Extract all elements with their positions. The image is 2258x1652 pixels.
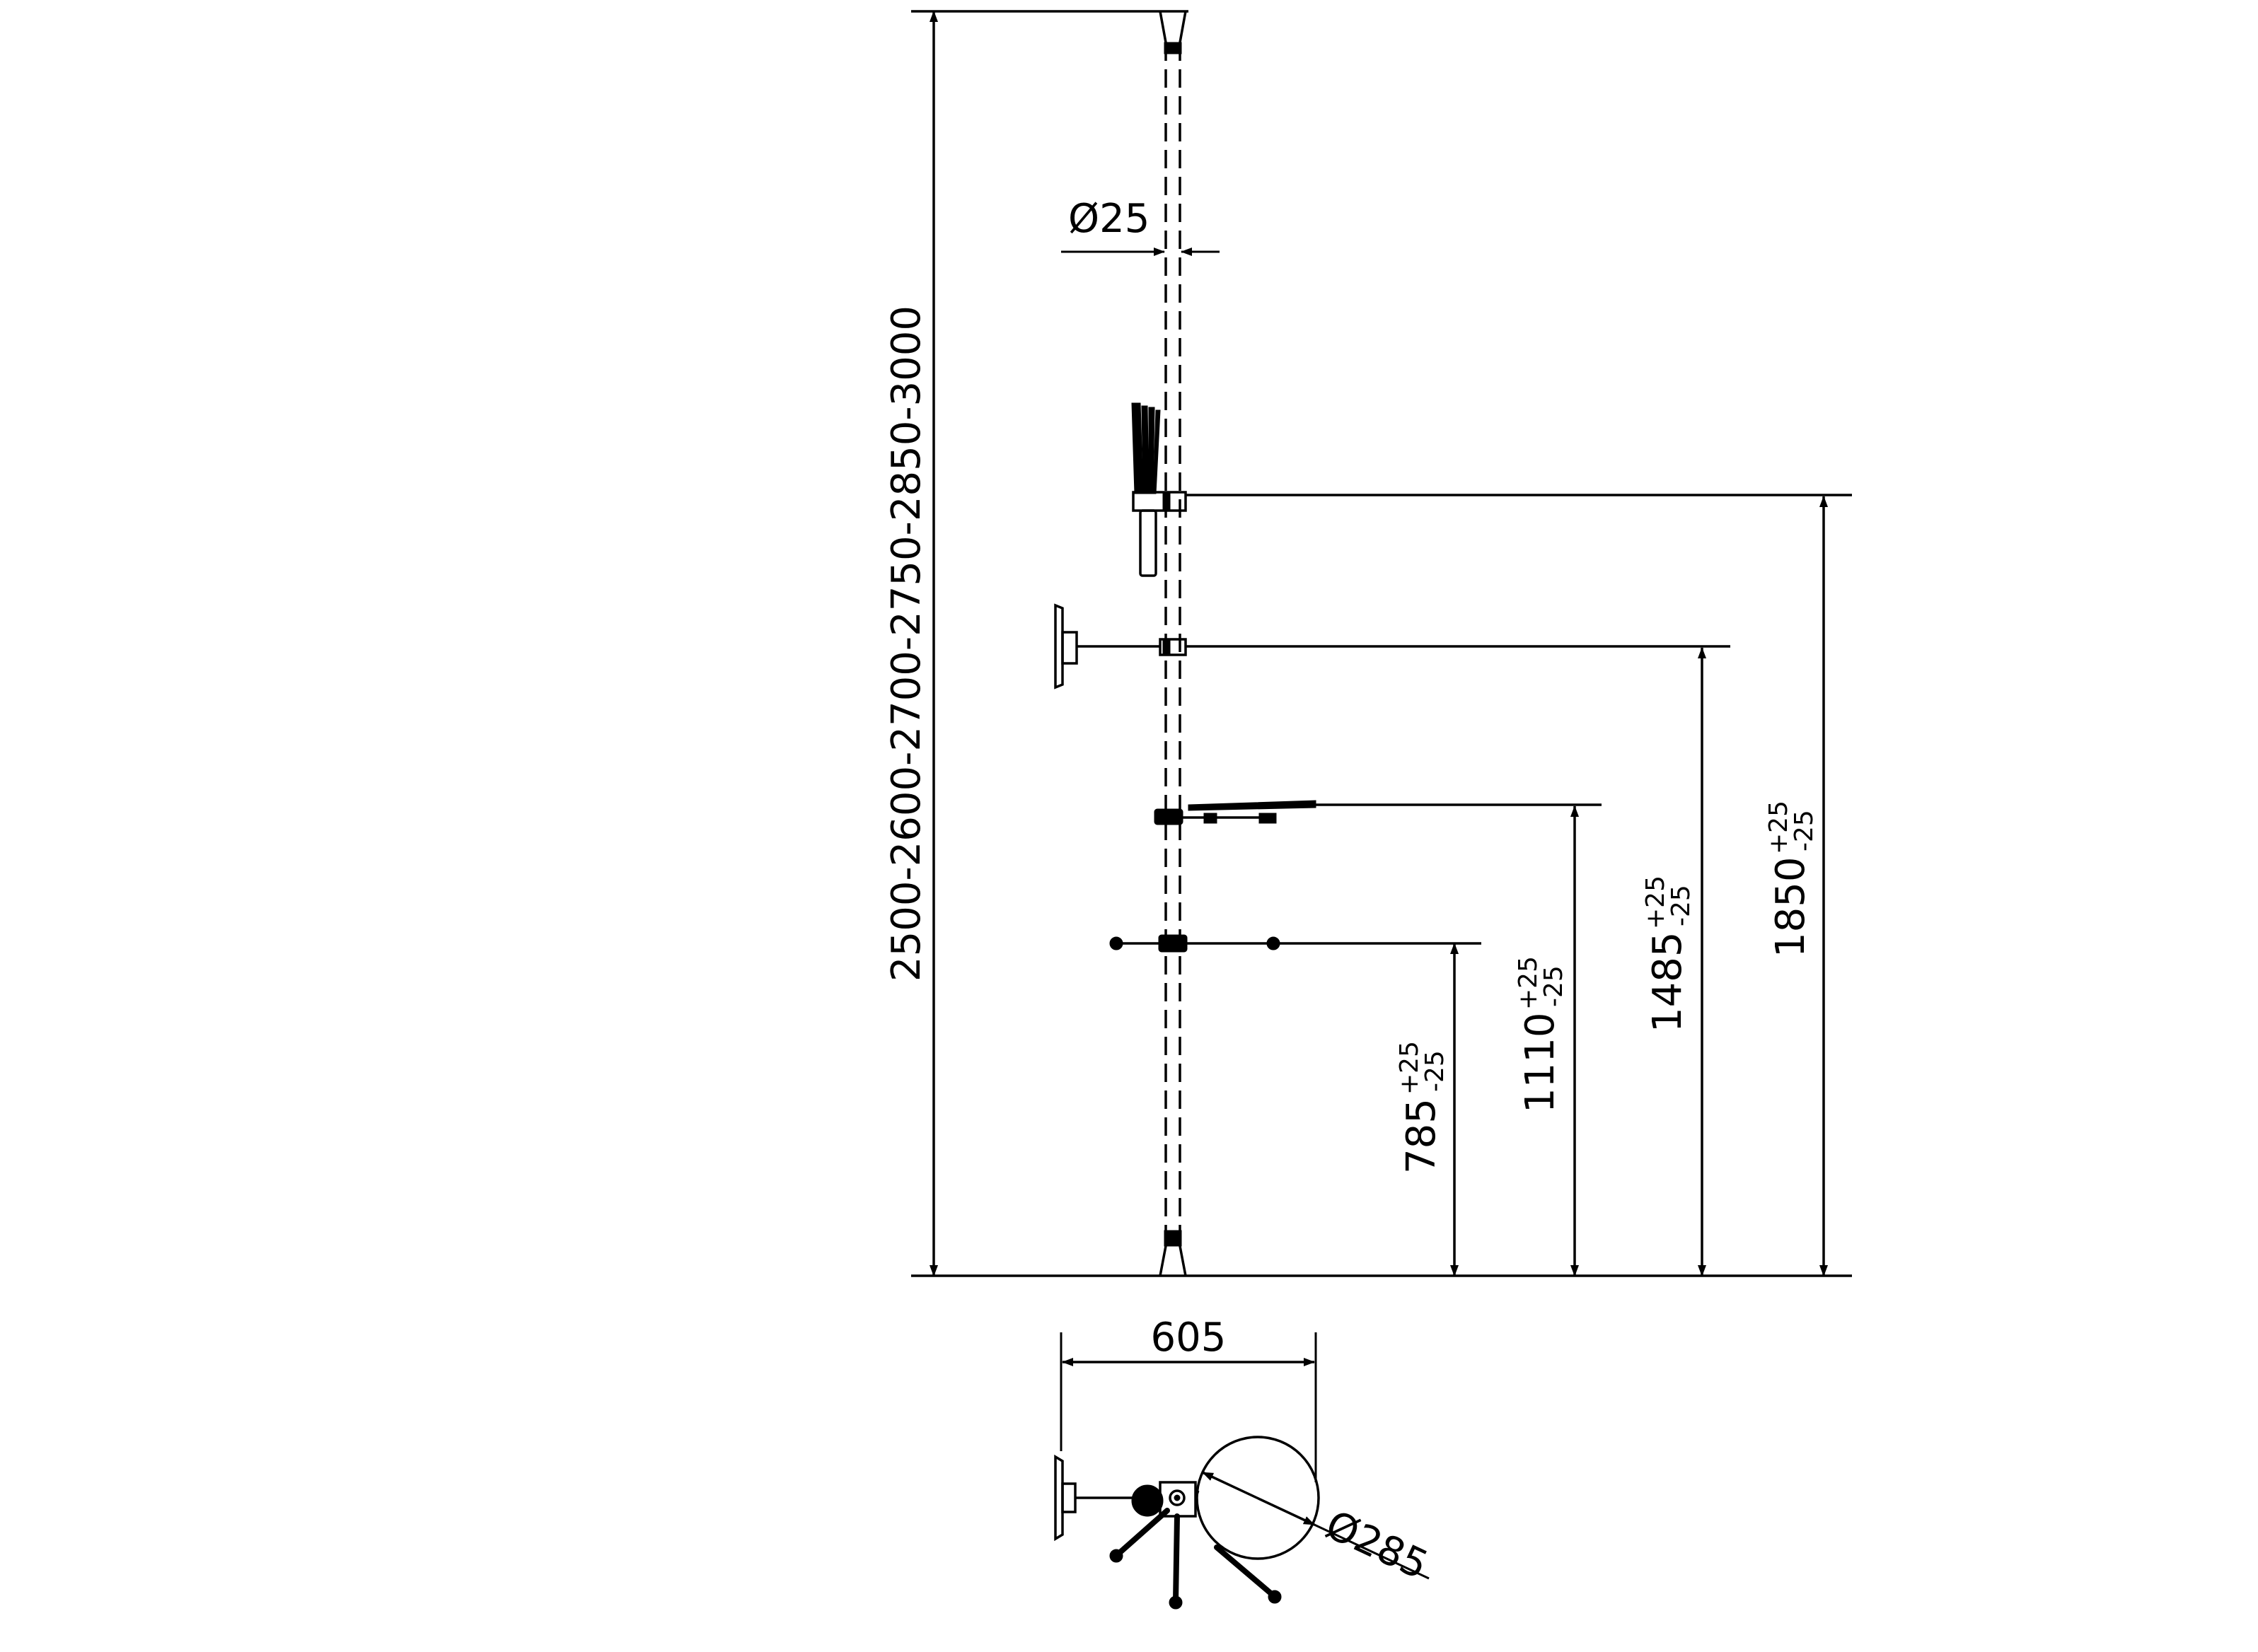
towel-bar xyxy=(1109,934,1481,953)
tray-diameter-label: Ø285 xyxy=(1319,1502,1435,1589)
pole-diameter-label: Ø25 xyxy=(1068,196,1150,242)
mirror-arm xyxy=(1054,603,1730,690)
shower-handset-holder xyxy=(1131,402,1852,577)
width-dimension: 605 xyxy=(1060,1315,1317,1482)
level-785-label: 785 xyxy=(1399,1098,1444,1174)
plan-view: 605 Ø285 xyxy=(1054,1315,1435,1610)
level-1485-tol-plus: +25 xyxy=(1641,876,1670,929)
overall-height-dimension: 2500-2600-2700-2750-2850-3000 xyxy=(884,11,938,1276)
width-label: 605 xyxy=(1151,1315,1227,1361)
level-1485-label: 1485 xyxy=(1645,931,1691,1032)
level-785-tol-minus: -25 xyxy=(1420,1050,1449,1092)
plan-knob xyxy=(1131,1484,1164,1517)
overall-height-label: 2500-2600-2700-2750-2850-3000 xyxy=(884,306,930,982)
level-1110-tol-minus: -25 xyxy=(1539,965,1568,1007)
level-1485-dimension: 1485 +25 -25 xyxy=(1641,647,1706,1276)
level-1850-dimension: 1850 +25 -25 xyxy=(1764,496,1828,1276)
level-1110-tol-plus: +25 xyxy=(1514,956,1543,1010)
level-785-tol-plus: +25 xyxy=(1395,1041,1424,1095)
level-785-dimension: 785 +25 -25 xyxy=(1395,943,1459,1276)
soap-shelf xyxy=(1154,800,1602,825)
level-1850-tol-minus: -25 xyxy=(1790,810,1819,851)
level-1110-label: 1110 xyxy=(1517,1012,1563,1113)
level-1850-tol-plus: +25 xyxy=(1764,801,1793,854)
pole-diameter-dimension: Ø25 xyxy=(1061,196,1220,256)
level-1110-dimension: 1110 +25 -25 xyxy=(1514,805,1579,1276)
level-1485-tol-minus: -25 xyxy=(1667,885,1696,926)
level-1850-label: 1850 xyxy=(1768,856,1814,958)
elevation-view: 2500-2600-2700-2750-2850-3000 Ø25 xyxy=(884,10,1852,1277)
